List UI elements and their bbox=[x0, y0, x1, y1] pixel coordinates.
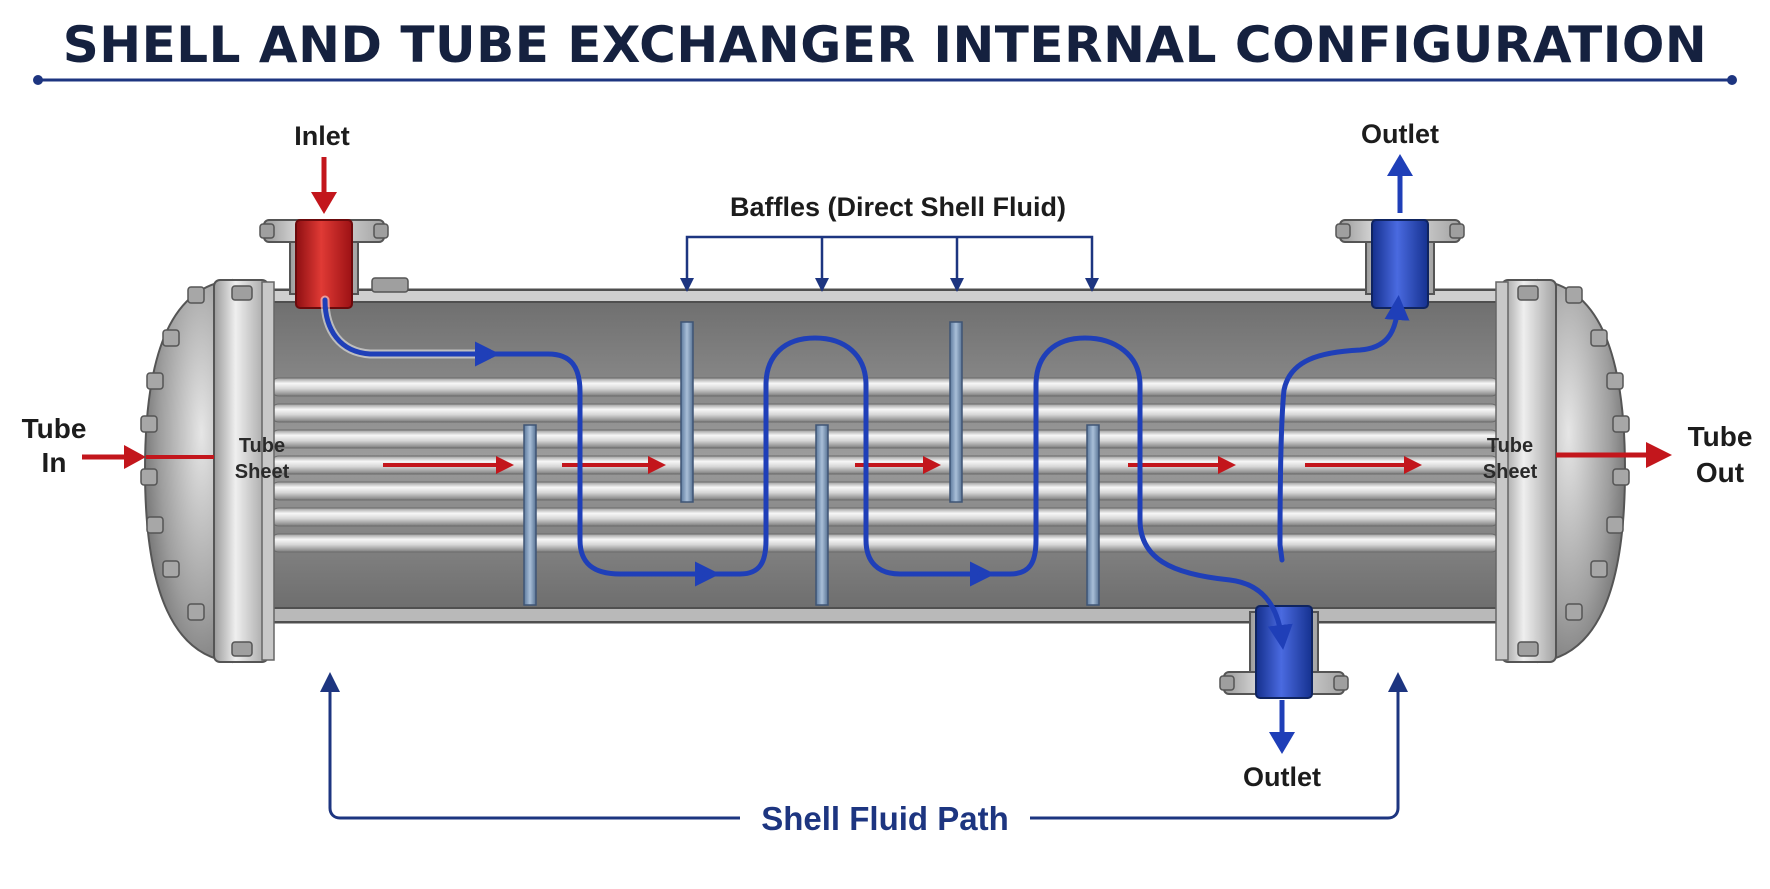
tube-out-label-line2: Out bbox=[1696, 457, 1744, 488]
tube bbox=[269, 403, 1501, 423]
tube bbox=[269, 429, 1501, 449]
tube-out-label-line1: Tube bbox=[1688, 421, 1753, 452]
arrow-right-icon bbox=[383, 456, 514, 474]
tube-in-label-line1: Tube bbox=[22, 413, 87, 444]
baffles-label: Baffles (Direct Shell Fluid) bbox=[730, 192, 1066, 222]
arrow-right-icon bbox=[1556, 442, 1672, 468]
arrow-down-icon bbox=[1269, 700, 1295, 754]
tube-in-label-line2: In bbox=[42, 447, 67, 478]
inlet-annotation: Inlet bbox=[294, 121, 350, 214]
inlet-label: Inlet bbox=[294, 121, 350, 151]
outlet-bottom-label: Outlet bbox=[1243, 762, 1321, 792]
right-head bbox=[1537, 278, 1630, 664]
baffles bbox=[523, 321, 1100, 606]
tube-out-annotation: Tube Out bbox=[1556, 421, 1752, 488]
tube-sheet-left-line2: Sheet bbox=[235, 461, 290, 483]
baffles-annotation: Baffles (Direct Shell Fluid) bbox=[680, 192, 1099, 292]
shell-fluid-path-annotation: Shell Fluid Path bbox=[320, 672, 1408, 837]
outlet-bottom-annotation: Outlet bbox=[1243, 700, 1321, 792]
arrow-right-icon bbox=[1305, 456, 1422, 474]
baffle bbox=[815, 424, 829, 606]
tube-sheet-left-line1: Tube bbox=[239, 435, 285, 457]
arrow-right-icon bbox=[562, 456, 666, 474]
tube-sheet-right-line1: Tube bbox=[1487, 435, 1533, 457]
page-title: SHELL AND TUBE EXCHANGER INTERNAL CONFIG… bbox=[63, 16, 1707, 74]
arrow-down-icon bbox=[311, 157, 337, 214]
tube-sheet-left bbox=[213, 279, 275, 663]
tube-sheet-left-label: Tube Sheet bbox=[235, 435, 290, 483]
outlet-nozzle-top bbox=[1335, 219, 1465, 309]
left-head bbox=[140, 278, 233, 664]
baffle bbox=[949, 321, 963, 503]
tube bbox=[269, 481, 1501, 501]
baffle bbox=[680, 321, 694, 503]
baffle bbox=[1086, 424, 1100, 606]
tube bbox=[269, 377, 1501, 397]
arrow-right-icon bbox=[1128, 456, 1236, 474]
tube-sheet-right-line2: Sheet bbox=[1483, 461, 1538, 483]
tube-in-annotation: Tube In bbox=[22, 413, 214, 478]
tube bbox=[269, 533, 1501, 553]
arrow-up-icon bbox=[1387, 154, 1413, 213]
inlet-nozzle bbox=[259, 219, 409, 309]
baffle bbox=[523, 424, 537, 606]
tube-sheet-right bbox=[1495, 279, 1557, 663]
tube bbox=[269, 507, 1501, 527]
shell-fluid-path-label: Shell Fluid Path bbox=[761, 800, 1009, 837]
arrow-right-icon bbox=[82, 445, 214, 469]
tube-flow-arrows bbox=[383, 456, 1422, 474]
tube-sheet-right-label: Tube Sheet bbox=[1483, 435, 1538, 483]
shell-flow-path bbox=[320, 295, 1410, 650]
outlet-top-annotation: Outlet bbox=[1361, 119, 1439, 213]
title-underline bbox=[33, 75, 1737, 85]
outlet-top-label: Outlet bbox=[1361, 119, 1439, 149]
